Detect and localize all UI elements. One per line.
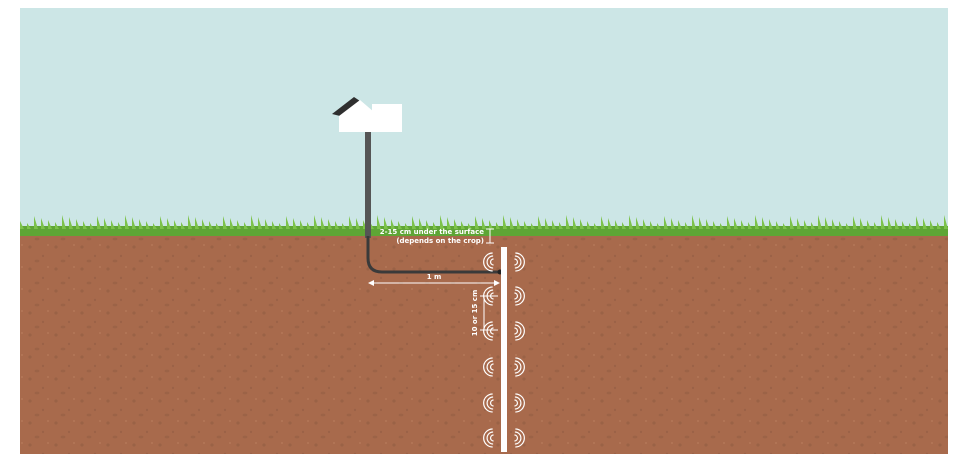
spacing-label: 10 or 15 cm — [471, 290, 479, 337]
distance-label: 1 m — [427, 273, 442, 281]
soil-layer — [20, 234, 948, 454]
depth-label-line1: 2-15 cm under the surface — [380, 228, 484, 236]
depth-annotation: 2-15 cm under the surface (depends on th… — [380, 228, 494, 245]
depth-label-line2: (depends on the crop) — [396, 237, 484, 245]
soil-probe — [501, 247, 507, 452]
sky — [20, 8, 948, 235]
